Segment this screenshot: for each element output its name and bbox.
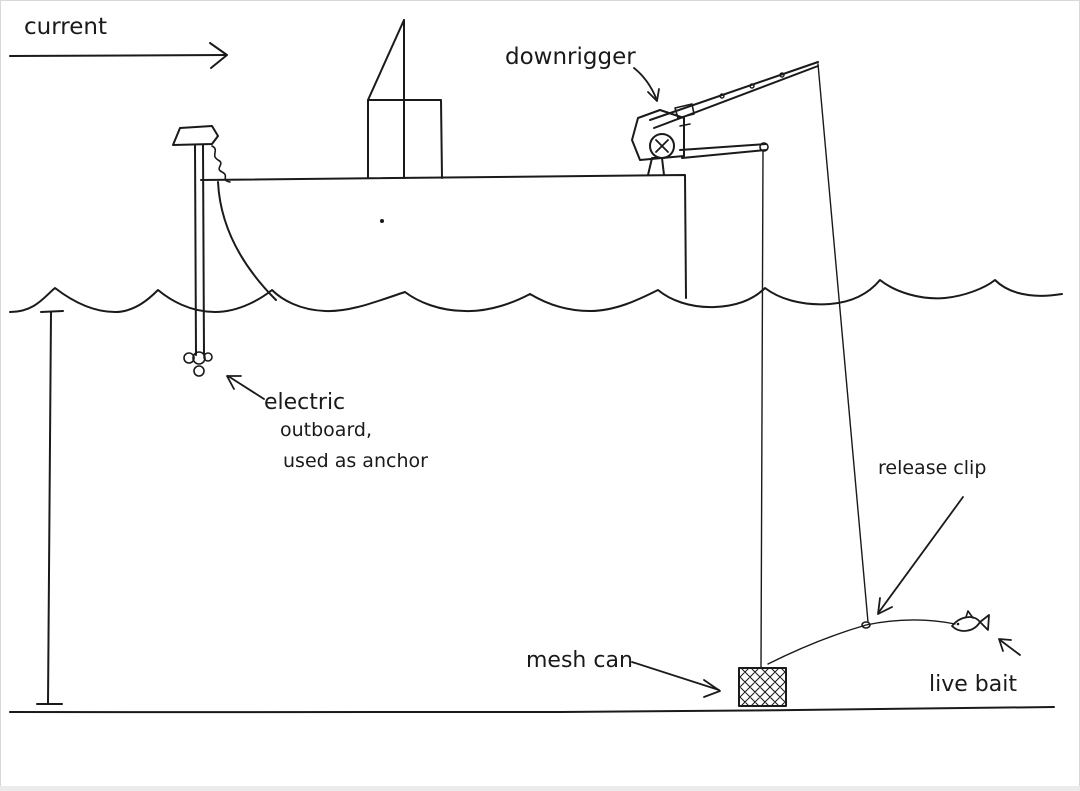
downrigger-label: downrigger [505, 44, 636, 70]
release-clip-label: release clip [878, 457, 987, 479]
outboard-shaft-right [202, 144, 205, 356]
boat [200, 19, 687, 301]
depth-scale [36, 310, 64, 705]
boat-flag-line [367, 19, 405, 101]
downrigger-unit [631, 61, 819, 176]
boat-hull-top [200, 174, 687, 299]
bait-line [767, 619, 956, 665]
boat-rivet [380, 219, 384, 223]
boat-bow-curve [217, 181, 277, 301]
release-clip-arrow-icon [877, 496, 964, 615]
downrigger-reel-icon [649, 133, 675, 159]
current-label: current [24, 14, 107, 40]
outboard-arrow-icon [226, 375, 265, 400]
live-bait-arrow-icon [998, 638, 1021, 656]
mesh-can-arrow-icon [631, 661, 721, 698]
outboard-head [172, 125, 219, 146]
fish-icon [951, 610, 990, 632]
mesh-can-icon [738, 667, 787, 707]
outboard-label-line3: used as anchor [283, 450, 428, 472]
downrigger-cable [760, 150, 764, 669]
water-surface [9, 279, 1063, 313]
lake-bottom [9, 706, 1055, 714]
outboard-label-line1: electric [264, 390, 346, 415]
downrigger-arrow-icon [633, 67, 660, 102]
mesh-can-label: mesh can [526, 648, 633, 673]
downrigger-body [631, 109, 685, 161]
fishing-rod [649, 61, 819, 121]
current-arrow-icon [9, 42, 228, 69]
electric-outboard [172, 125, 231, 377]
outboard-cable [211, 145, 231, 183]
fishing-line [817, 63, 869, 623]
propeller-icon [193, 365, 205, 377]
outboard-label-line2: outboard, [280, 419, 373, 441]
release-clip-icon [861, 621, 871, 629]
live-bait-label: live bait [929, 672, 1017, 697]
outboard-shaft-left [194, 144, 197, 356]
paper-bottom-edge [0, 786, 1080, 791]
